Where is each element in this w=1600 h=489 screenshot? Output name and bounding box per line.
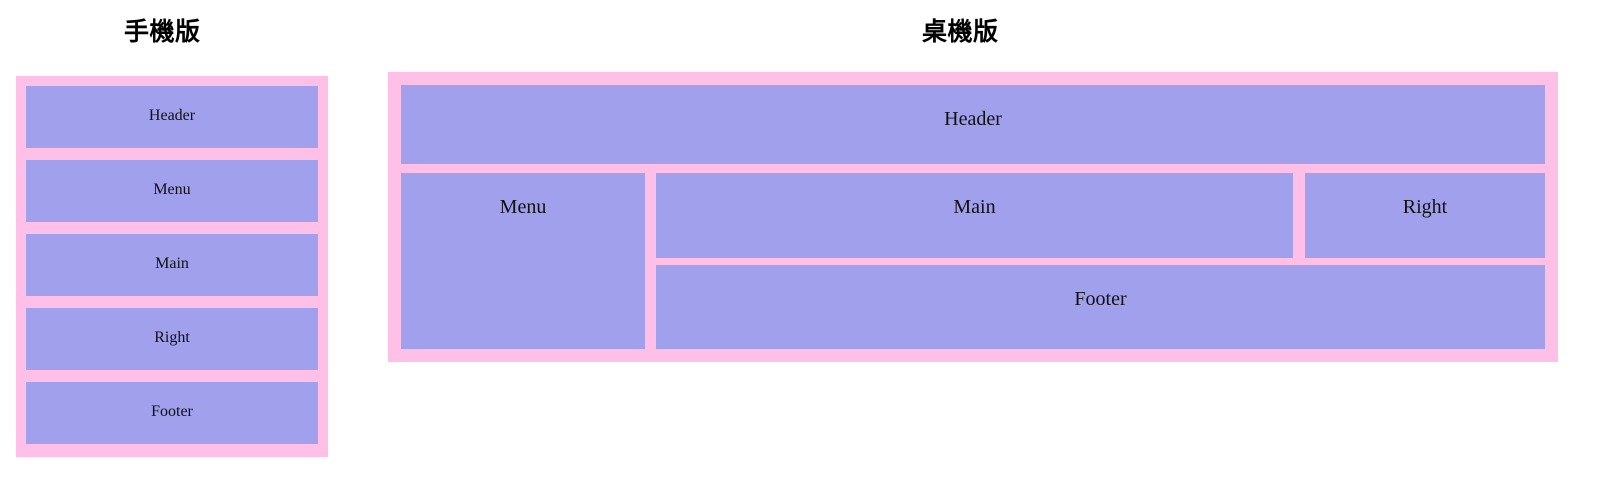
mobile-cell-right-label: Right [154,329,190,346]
desktop-cell-right-label: Right [1402,196,1448,218]
mobile-cell-right: Right [26,308,318,370]
mobile-cell-main-label: Main [155,255,189,272]
mobile-diagram-title: 手機版 [124,17,201,46]
mobile-cell-main: Main [26,234,318,296]
mobile-layout-frame: Header Menu Main Right Footer [16,76,328,457]
desktop-cell-footer: Footer [656,265,1545,349]
mobile-cell-header-label: Header [148,107,196,124]
mobile-cell-footer-label: Footer [151,403,193,420]
desktop-cell-main-label: Main [953,196,996,218]
desktop-cell-footer-label: Footer [1074,288,1127,310]
desktop-diagram-title: 桌機版 [922,17,999,46]
desktop-cell-main: Main [656,173,1293,258]
desktop-cell-header-label: Header [944,108,1002,130]
desktop-cell-menu-label: Menu [499,196,547,218]
desktop-layout-frame: Header Menu Main Right Footer [388,72,1558,362]
desktop-cell-header: Header [401,85,1545,164]
mobile-cell-menu: Menu [26,160,318,222]
mobile-cell-footer: Footer [26,382,318,444]
desktop-cell-right: Right [1305,173,1545,258]
mobile-cell-header: Header [26,86,318,148]
desktop-cell-menu: Menu [401,173,645,349]
mobile-cell-menu-label: Menu [153,181,191,198]
